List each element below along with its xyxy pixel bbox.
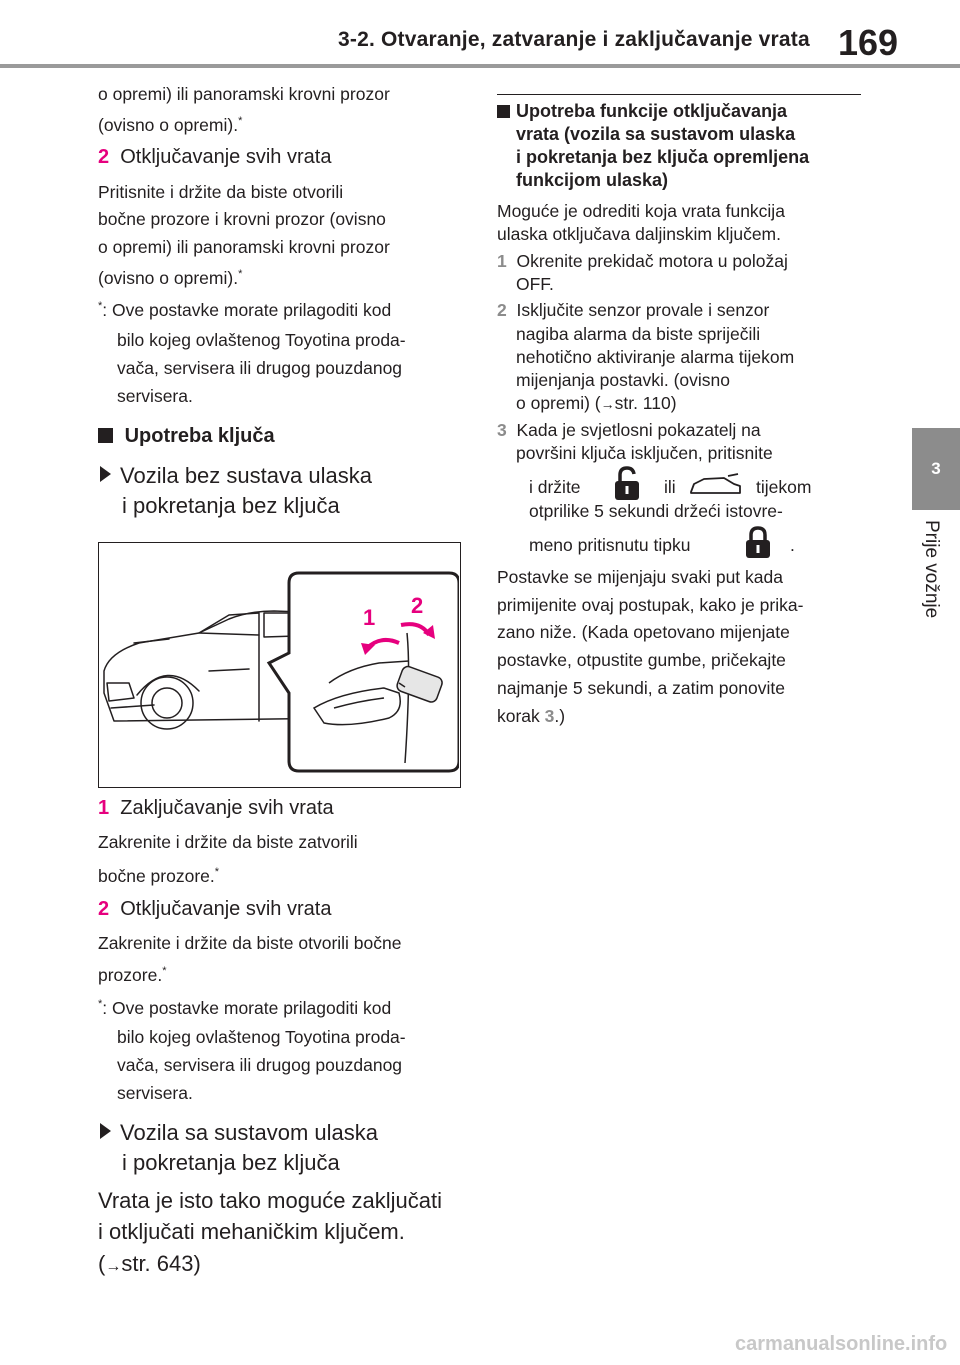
text-line: Zakrenite i držite da biste zatvorili	[98, 832, 358, 852]
car-trunk-icon	[690, 473, 741, 494]
step-line-text: ili	[664, 477, 676, 497]
triangle-bullet-icon	[100, 1123, 111, 1139]
text-line: bočne prozore i krovni prozor (ovisno	[98, 209, 386, 229]
body-line: Vrata je isto tako moguće zaključati	[98, 1188, 443, 1213]
step-line-text: meno pritisnutu tipku	[529, 535, 691, 555]
key-illustration: 1 2	[98, 542, 461, 788]
step-line: mijenjanja postavki. (ovisno	[516, 370, 730, 390]
text-line: o opremi) ili panoramski krovni prozor	[98, 84, 390, 104]
item-heading: 2 Otključavanje svih vrata	[98, 898, 332, 920]
chapter-tab: 3	[912, 428, 960, 510]
header-rule	[0, 64, 960, 68]
text-line: primijenite ovaj postupak, kako je prika…	[497, 595, 804, 615]
footnote-line: servisera.	[117, 1083, 193, 1103]
page-reference-link[interactable]: (→str. 643)	[98, 1251, 201, 1276]
text-line: o opremi) ili panoramski krovni prozor	[98, 237, 390, 257]
footnote-line: servisera.	[117, 386, 193, 406]
square-bullet-icon	[497, 105, 510, 118]
running-header-title: 3-2. Otvaranje, zatvaranje i zaključavan…	[338, 28, 810, 51]
text-line: (ovisno o opremi).*	[98, 115, 243, 135]
step-line: nehotično aktiviranje alarma tijekom	[516, 347, 795, 367]
section-heading: Upotreba funkcije otključavanja	[497, 101, 787, 122]
item-heading: 1 Zaključavanje svih vrata	[98, 797, 334, 819]
arrow-head-2-icon	[423, 625, 435, 639]
text-line: Postavke se mijenjaju svaki put kada	[497, 567, 783, 587]
chapter-side-label: Prije vožnje	[902, 520, 960, 640]
door-handle	[312, 687, 401, 726]
subsection-heading: Vozila sa sustavom ulaska	[100, 1120, 378, 1146]
text-line: bočne prozore.*	[98, 866, 220, 886]
footnote-line: vača, servisera ili drugog pouzdanog	[117, 358, 403, 378]
text-line: ulaska otključava daljinskim ključem.	[497, 224, 781, 244]
item-heading: 2 Otključavanje svih vrata	[98, 146, 332, 168]
footnote: *: Ove postavke morate prilagoditi kod	[98, 998, 392, 1018]
section-heading: Upotreba ključa	[98, 425, 275, 448]
zoom-callout	[266, 571, 461, 773]
step-line: OFF.	[516, 274, 554, 294]
figure-label-1: 1	[363, 605, 375, 630]
footnote-mark: *	[238, 115, 243, 128]
unlock-icon	[615, 466, 639, 500]
triangle-bullet-icon	[100, 466, 111, 482]
footnote-line: vača, servisera ili drugog pouzdanog	[117, 1055, 403, 1075]
item-number: 2	[98, 146, 110, 168]
text-line: najmanje 5 sekundi, a zatim ponovite	[497, 678, 785, 698]
step-line-text: .	[790, 535, 795, 555]
text-line: (ovisno o opremi).*	[98, 268, 243, 288]
page-reference-link[interactable]: str. 110)	[614, 393, 677, 413]
text-line: prozore.*	[98, 965, 167, 985]
car-door-key-illustration: 1 2	[103, 571, 461, 773]
footnote-line: bilo kojeg ovlaštenog Toyotina proda-	[117, 1027, 406, 1047]
subsection-heading-line: i pokretanja bez ključa	[122, 1150, 340, 1175]
figure-label-2: 2	[411, 593, 423, 618]
square-bullet-icon	[98, 428, 113, 443]
key-fob	[396, 665, 443, 703]
arrow-right-icon: →	[600, 396, 615, 412]
footnote-line: bilo kojeg ovlaštenog Toyotina proda-	[117, 330, 406, 350]
subsection-heading: Vozila bez sustava ulaska	[100, 463, 372, 489]
text-line: postavke, otpustite gumbe, pričekajte	[497, 650, 786, 670]
step-line-text: i držite	[529, 477, 581, 497]
text-line: korak 3.)	[497, 706, 566, 726]
text-line: Moguće je odrediti koja vrata funkcija	[497, 201, 785, 221]
step-number: 1	[497, 251, 507, 271]
arrow-right-icon: →	[105, 1258, 122, 1275]
footnote: *: Ove postavke morate prilagoditi kod	[98, 300, 392, 320]
windshield	[198, 612, 260, 636]
text-line: zano niže. (Kada opetovano mijenjate	[497, 622, 790, 642]
step: 1 Okrenite prekidač motora u položaj	[497, 251, 788, 271]
step-line-text: tijekom	[756, 477, 812, 497]
step-line: površini ključa isključen, pritisnite	[516, 443, 773, 463]
headlight	[106, 682, 135, 702]
section-rule	[497, 94, 861, 95]
watermark: carmanualsonline.info	[735, 1333, 948, 1355]
step-line: otprilike 5 sekundi držeći istovre-	[529, 501, 783, 521]
arrow-head-1-icon	[361, 643, 375, 655]
subsection-heading-line: i pokretanja bez ključa	[122, 493, 340, 518]
step: 3 Kada je svjetlosni pokazatelj na	[497, 420, 761, 440]
front-wheel	[140, 676, 194, 730]
page-number: 169	[838, 22, 899, 63]
step: 2 Isključite senzor provale i senzor	[497, 300, 770, 320]
lock-icon	[746, 526, 770, 558]
body-line: i otključati mehaničkim ključem.	[98, 1219, 405, 1244]
section-heading-line: vrata (vozila sa sustavom ulaska	[516, 124, 796, 144]
step-line: nagiba alarma da biste spriječili	[516, 324, 761, 344]
text-line: Pritisnite i držite da biste otvorili	[98, 182, 344, 202]
section-heading-line: i pokretanja bez ključa opremljena	[516, 147, 810, 167]
section-heading-line: funkcijom ulaska)	[516, 170, 669, 190]
step-line: o opremi) (→str. 110)	[516, 393, 677, 413]
chapter-title: Prije vožnje	[921, 520, 942, 619]
text-line: Zakrenite i držite da biste otvorili boč…	[98, 933, 402, 953]
